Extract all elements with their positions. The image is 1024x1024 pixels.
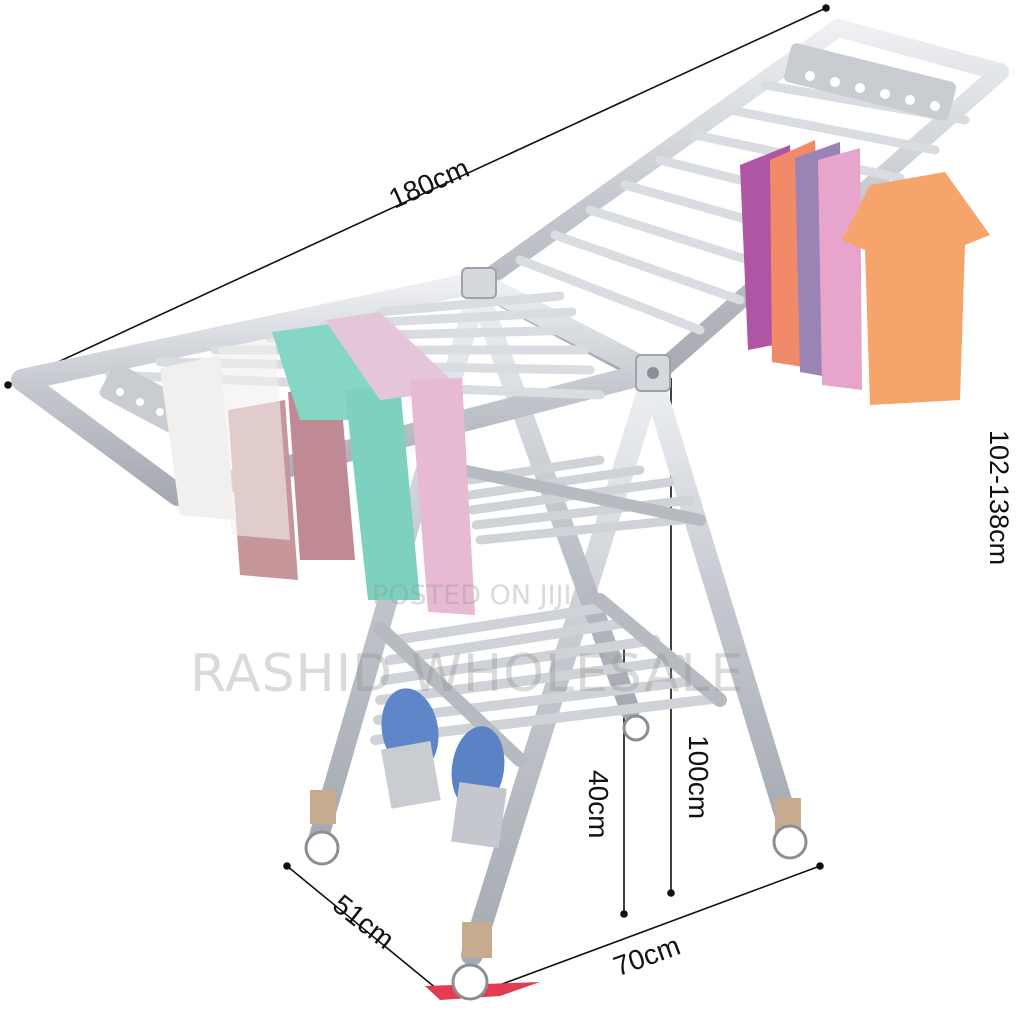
middle-shelf [456, 455, 706, 545]
towels [160, 312, 475, 615]
hanging-shirts [740, 140, 990, 405]
wheels [304, 714, 808, 1001]
rack-height-label: 100cm [683, 735, 714, 820]
slippers [381, 688, 507, 849]
seller-watermark: RASHID WHOLESALE [190, 644, 745, 704]
hinges [461, 267, 671, 392]
shelf-height-label: 40cm [583, 770, 614, 839]
height-range-label: 102-138cm [984, 430, 1014, 566]
posted-watermark: POSTED ON JIJI [372, 580, 572, 611]
